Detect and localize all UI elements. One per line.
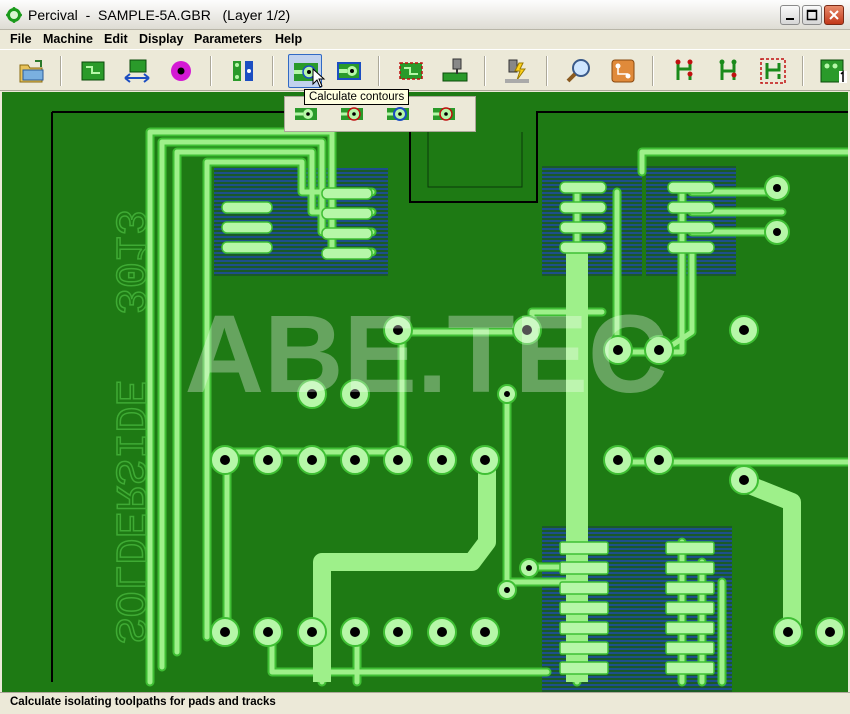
spindle-lightning-button[interactable] (500, 54, 534, 88)
minimize-icon (786, 18, 794, 20)
calculate-contours-button[interactable] (288, 54, 322, 88)
tracks-2-button[interactable] (712, 54, 746, 88)
contour-pad-split-button[interactable] (429, 99, 459, 129)
drill-hole-icon (171, 61, 191, 81)
menu-display[interactable]: Display (139, 32, 184, 46)
layer-1-button[interactable] (816, 54, 850, 88)
toolbar-separator (652, 56, 654, 86)
minimize-button[interactable] (780, 5, 800, 25)
board-outline-button[interactable] (394, 54, 428, 88)
contour-pad-red-button[interactable] (337, 99, 367, 129)
watermark-text: ABE.TEC (185, 293, 668, 416)
drill-hole-button[interactable] (164, 54, 198, 88)
toolbar (0, 49, 850, 91)
menu-machine[interactable]: Machine (43, 32, 94, 46)
toolbar-separator (378, 56, 380, 86)
layer-1-icon (820, 59, 847, 83)
pcb-drawing: SOLDERSIDE 3013 ABE.TEC (2, 92, 848, 692)
tracks-button[interactable] (668, 54, 702, 88)
contour-pad-icon (295, 108, 317, 120)
contour-pad-red-icon (341, 107, 363, 121)
menu-file[interactable]: File (10, 32, 32, 46)
toolbar-separator (802, 56, 804, 86)
layer-select-button[interactable] (226, 54, 260, 88)
board-icon (81, 61, 105, 81)
window-title: Percival - SAMPLE-5A.GBR (Layer 1/2) (28, 7, 291, 23)
open-file-icon (19, 60, 44, 83)
toolbar-separator (546, 56, 548, 86)
tracks-icon (675, 59, 693, 80)
close-button[interactable] (824, 5, 844, 25)
pcb-canvas[interactable]: SOLDERSIDE 3013 ABE.TEC (2, 92, 848, 692)
tracks-2-icon (719, 59, 737, 80)
mirrored-silkscreen-text: SOLDERSIDE (103, 380, 153, 644)
toolbar-separator (272, 56, 274, 86)
mouse-cursor-icon (312, 68, 326, 88)
orange-pcb-button[interactable] (606, 54, 640, 88)
open-file-button[interactable] (14, 54, 48, 88)
maximize-button[interactable] (802, 5, 822, 25)
menu-edit[interactable]: Edit (104, 32, 128, 46)
tracks-red-frame-button[interactable] (756, 54, 790, 88)
orange-pcb-icon (611, 59, 635, 83)
mirror-board-icon (124, 59, 150, 83)
contour-pad-blue-icon (387, 107, 409, 121)
toolbar-tooltip: Calculate contours (304, 89, 410, 105)
layer-select-icon (233, 61, 253, 81)
close-icon (829, 10, 839, 20)
toolbar-separator (484, 56, 486, 86)
contour-pad-split-icon (433, 107, 455, 121)
spindle-lightning-icon (505, 59, 529, 83)
milling-machine-icon (442, 58, 468, 82)
milling-machine-button[interactable] (438, 54, 472, 88)
zoom-icon (566, 59, 590, 83)
title-bar: Percival - SAMPLE-5A.GBR (Layer 1/2) (0, 0, 850, 30)
status-text: Calculate isolating toolpaths for pads a… (10, 696, 276, 708)
mirror-board-button[interactable] (120, 54, 154, 88)
menu-parameters[interactable]: Parameters (194, 32, 263, 46)
zoom-button[interactable] (562, 54, 596, 88)
board-outline-icon (399, 62, 423, 80)
contour-pad-button[interactable] (291, 99, 321, 129)
toolbar-separator (60, 56, 62, 86)
board-button[interactable] (76, 54, 110, 88)
menu-help[interactable]: Help (275, 32, 303, 46)
contour-fill-icon (337, 62, 361, 80)
toolbar-separator (210, 56, 212, 86)
tracks-red-frame-icon (760, 58, 786, 84)
contour-pad-blue-button[interactable] (383, 99, 413, 129)
status-bar: Calculate isolating toolpaths for pads a… (0, 692, 850, 714)
mirrored-silkscreen-number: 3013 (103, 209, 153, 315)
menu-bar: File Machine Edit Display Parameters Hel… (0, 30, 850, 49)
contour-fill-button[interactable] (332, 54, 366, 88)
maximize-icon (806, 9, 818, 21)
app-logo-icon (6, 7, 22, 23)
